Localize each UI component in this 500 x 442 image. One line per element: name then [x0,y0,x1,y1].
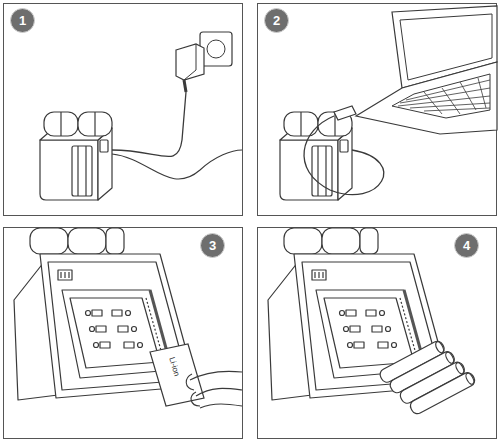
power-cable [112,92,186,157]
step-number-badge: 2 [264,8,289,33]
finger [200,404,242,408]
panel-frame [258,4,497,216]
step-number: 3 [209,239,216,252]
panel-frame [4,228,243,439]
aa-batteries [378,334,477,422]
battery-end [464,372,475,385]
key-columns [424,78,486,114]
keyboard [392,74,490,118]
step-number-badge: 1 [10,8,35,33]
battery-pack [150,344,204,406]
wall-socket [200,32,232,66]
battery-end [454,361,465,374]
battery-marking: Li-ion [167,356,181,377]
step-number: 1 [19,14,26,27]
cable-strain [184,80,186,92]
panel-frame [258,228,497,439]
charger [280,112,352,200]
charger [40,112,112,200]
finger [196,388,242,396]
panel-frame [4,4,243,216]
finger [190,371,242,380]
laptop-base [356,62,497,134]
step-two-art [280,6,497,200]
step-three-art [14,228,242,408]
adapter-edge [184,44,196,80]
step-number-badge: 3 [200,233,225,258]
usb-plug [334,106,356,120]
step-number: 4 [463,239,470,252]
usb-cable [304,116,384,195]
battery-end [444,351,455,364]
power-cable [112,150,242,179]
battery-end [434,340,445,353]
socket-ring [207,40,225,58]
fingertip [186,374,200,406]
step-one-art [40,32,242,200]
step-number: 2 [273,14,280,27]
step-four-art [268,228,477,421]
aa-battery [408,371,476,416]
power-adapter [176,44,204,80]
step-number-badge: 4 [454,233,479,258]
key-rows [398,80,490,111]
